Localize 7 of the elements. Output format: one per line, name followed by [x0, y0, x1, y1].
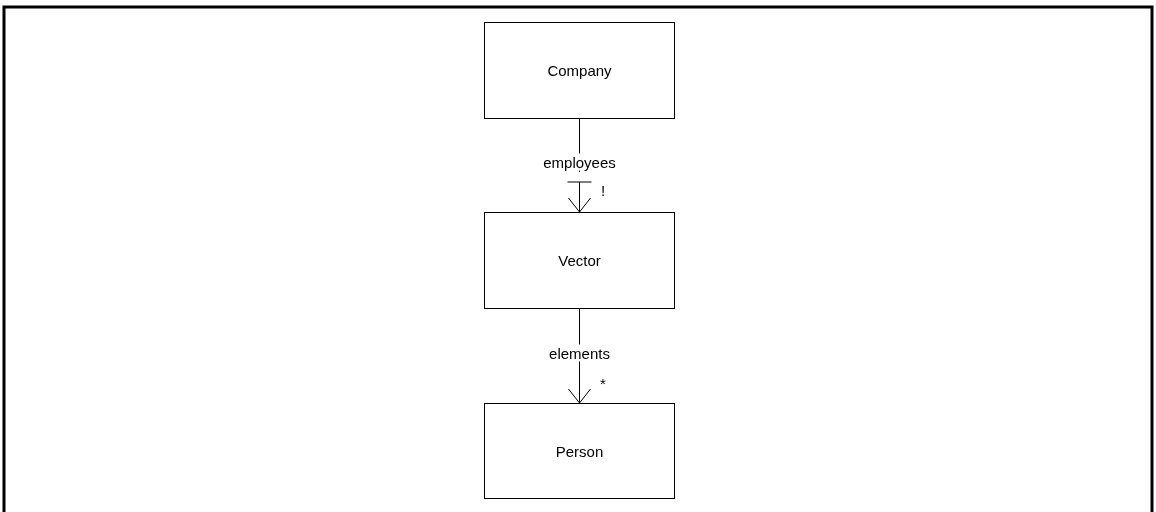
edge-label: elements: [547, 344, 612, 362]
edge-label: employees: [541, 153, 618, 171]
multiplicity-label: !: [601, 182, 606, 199]
class-box: Person: [484, 403, 675, 499]
multiplicity-label: *: [600, 375, 606, 392]
class-box: Vector: [484, 212, 675, 309]
class-box: Company: [484, 22, 675, 119]
